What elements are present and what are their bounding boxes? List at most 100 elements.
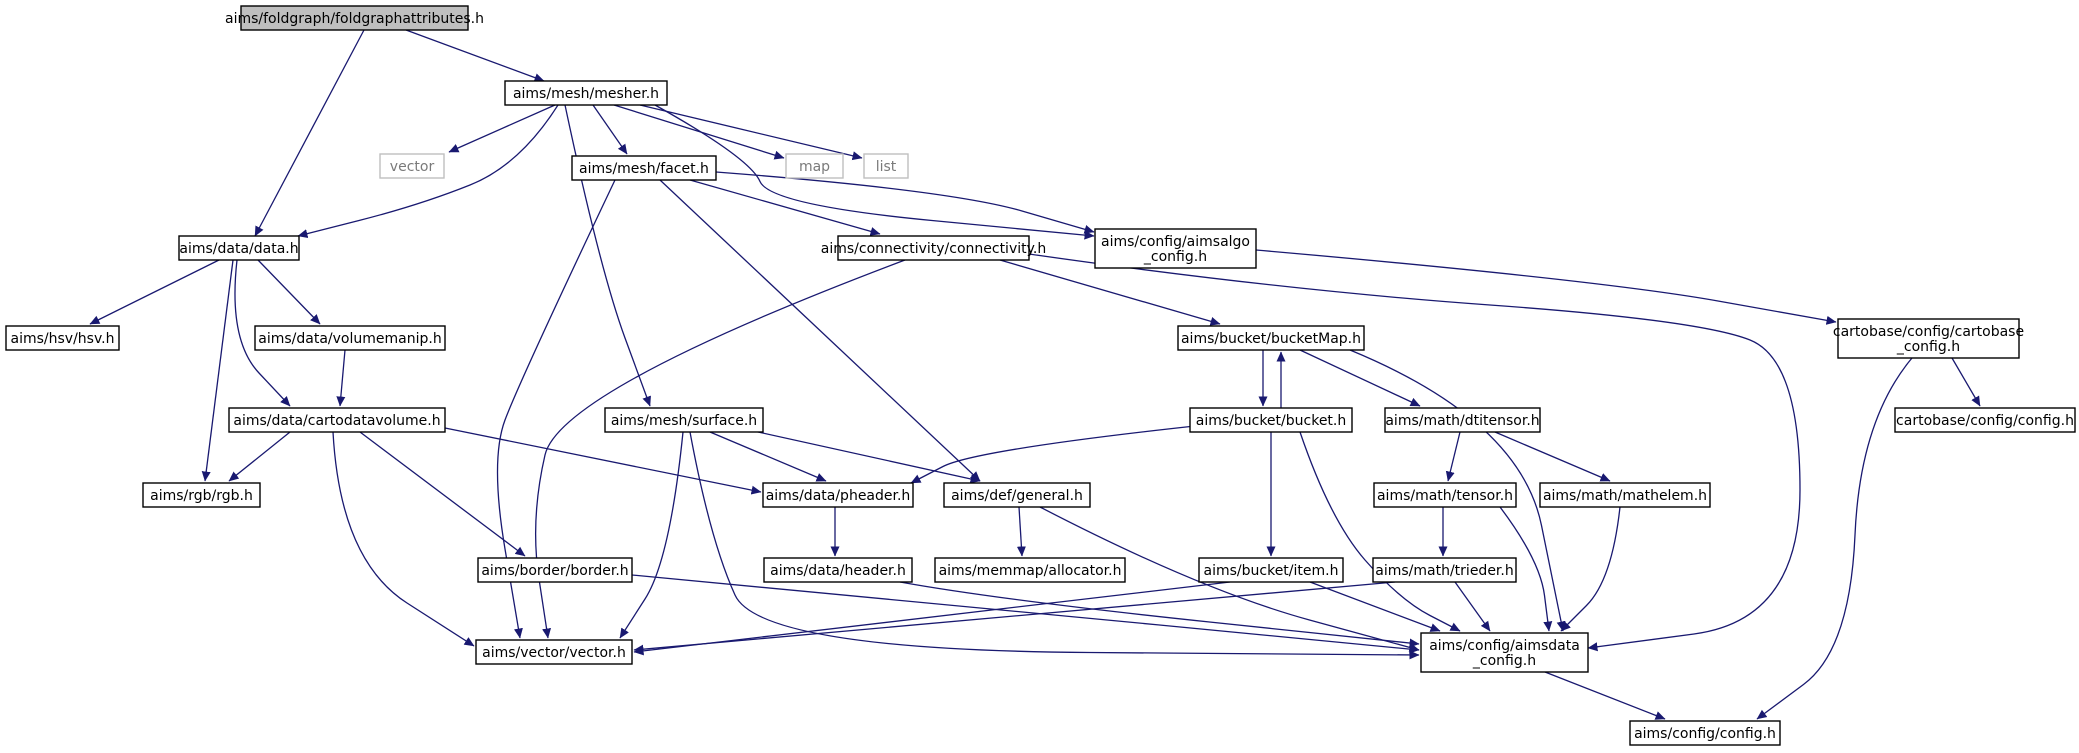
node-label: map — [799, 159, 830, 175]
node-box — [477, 557, 633, 583]
node-label: aims/math/tensor.h — [1377, 488, 1513, 504]
node-label: aims/bucket/item.h — [1204, 563, 1339, 579]
node-aims-config-aimsdata-config-h[interactable]: aims/config/aimsdata_config.h — [1420, 632, 1589, 673]
edge-aims-data-cartodatavolume-h-to-aims-vector-vector-h — [332, 431, 475, 647]
edge-aims-mesh-surface-h-to-aims-def-general-h — [739, 427, 981, 484]
node-aims-memmap-allocator-h[interactable]: aims/memmap/allocator.h — [934, 557, 1126, 583]
node-box — [1373, 482, 1517, 508]
node-box — [1094, 228, 1257, 269]
edge-aims-bucket-bucket-h-to-aims-data-pheader-h — [910, 425, 1196, 484]
node-aims-mesh-surface-h[interactable]: aims/mesh/surface.h — [604, 407, 764, 433]
edge-aims-bucket-item-h-to-aims-config-aimsdata-config-h — [1309, 581, 1441, 632]
node-aims-def-general-h[interactable]: aims/def/general.h — [943, 482, 1091, 508]
edge-aims-math-dtitensor-h-to-aims-math-mathelem-h — [1494, 431, 1611, 482]
node-box — [475, 639, 633, 665]
node-box — [1372, 557, 1517, 583]
node-label: aims/foldgraph/foldgraphattributes.h — [225, 11, 484, 27]
edge-aims-mesh-facet-h-to-aims-def-general-h — [659, 179, 981, 482]
node-label: aims/bucket/bucket.h — [1196, 413, 1347, 429]
node-box — [1539, 482, 1711, 508]
node-aims-border-border-h[interactable]: aims/border/border.h — [477, 557, 633, 583]
edge-aims-mesh-mesher-h-to-aims-config-aimsalgo-config-h — [654, 104, 1095, 240]
edge-aims-mesh-surface-h-to-aims-config-aimsdata-config-h — [689, 431, 1420, 660]
node-box — [943, 482, 1091, 508]
edge-cartobase-config-cartobase-config-h-to-cartobase-config-config-h — [1951, 357, 1981, 407]
node-aims-data-data-h[interactable]: aims/data/data.h — [178, 235, 300, 261]
edge-layer — [89, 29, 1981, 720]
node-aims-math-dtitensor-h[interactable]: aims/math/dtitensor.h — [1384, 407, 1541, 433]
node-label: aims/math/mathelem.h — [1543, 488, 1707, 504]
node-label: list — [876, 159, 897, 175]
edge-aims-math-tensor-h-to-aims-config-aimsdata-config-h — [1499, 506, 1553, 632]
node-label: aims/def/general.h — [951, 488, 1083, 504]
node-aims-config-aimsalgo-config-h[interactable]: aims/config/aimsalgo_config.h — [1094, 228, 1257, 269]
node-box — [1837, 318, 2020, 359]
node-label: aims/bucket/bucketMap.h — [1181, 331, 1361, 347]
node-box — [1629, 720, 1781, 746]
node-aims-data-cartodatavolume-h[interactable]: aims/data/cartodatavolume.h — [228, 407, 446, 433]
node-aims-config-config-h[interactable]: aims/config/config.h — [1629, 720, 1781, 746]
node-box — [1894, 407, 2076, 433]
node-label: aims/config/aimsalgo — [1101, 234, 1250, 250]
node-aims-rgb-rgb-h[interactable]: aims/rgb/rgb.h — [142, 482, 261, 508]
node-label: aims/mesh/facet.h — [579, 161, 709, 177]
node-aims-data-volumemanip-h[interactable]: aims/data/volumemanip.h — [254, 325, 446, 351]
edge-aims-mesh-facet-h-to-aims-vector-vector-h — [496, 179, 616, 639]
node-aims-mesh-facet-h[interactable]: aims/mesh/facet.h — [571, 155, 717, 181]
node-box — [178, 235, 300, 261]
node-label: aims/border/border.h — [481, 563, 628, 579]
node-box — [1198, 557, 1344, 583]
node-box — [504, 80, 668, 106]
node-label: aims/mesh/mesher.h — [513, 86, 659, 102]
node-aims-hsv-hsv-h[interactable]: aims/hsv/hsv.h — [5, 325, 120, 351]
node-aims-data-pheader-h[interactable]: aims/data/pheader.h — [762, 482, 914, 508]
edge-aims-data-cartodatavolume-h-to-aims-rgb-rgb-h — [228, 431, 291, 482]
node-aims-math-trieder-h[interactable]: aims/math/trieder.h — [1372, 557, 1517, 583]
edge-aims-config-aimsalgo-config-h-to-cartobase-config-cartobase-config-h — [1255, 249, 1837, 325]
node-box — [228, 407, 446, 433]
edge-aims-foldgraph-foldgraphattributes-h-to-aims-mesh-mesher-h — [405, 29, 545, 82]
edge-cartobase-config-cartobase-config-h-to-aims-config-config-h — [1756, 357, 1913, 720]
node-label: aims/vector/vector.h — [482, 645, 626, 661]
node-box — [934, 557, 1126, 583]
edge-aims-data-data-h-to-aims-hsv-hsv-h — [89, 259, 220, 325]
node-label: aims/data/data.h — [179, 241, 298, 257]
node-label: aims/math/trieder.h — [1375, 563, 1513, 579]
node-aims-math-tensor-h[interactable]: aims/math/tensor.h — [1373, 482, 1517, 508]
node-aims-math-mathelem-h[interactable]: aims/math/mathelem.h — [1539, 482, 1711, 508]
edge-aims-border-border-h-to-aims-config-aimsdata-config-h — [631, 574, 1420, 654]
edge-aims-mesh-mesher-h-to-vector — [448, 104, 556, 153]
node-aims-data-header-h[interactable]: aims/data/header.h — [763, 557, 913, 583]
edge-aims-data-volumemanip-h-to-aims-data-cartodatavolume-h — [336, 349, 346, 407]
edge-aims-foldgraph-foldgraphattributes-h-to-aims-data-data-h — [254, 29, 365, 237]
edge-aims-connectivity-connectivity-h-to-aims-vector-vector-h — [535, 259, 906, 639]
edge-aims-mesh-mesher-h-to-aims-mesh-facet-h — [592, 104, 628, 155]
node-box — [571, 155, 717, 181]
edge-aims-data-data-h-to-aims-data-volumemanip-h — [257, 259, 321, 325]
node-label: _config.h — [1143, 249, 1207, 265]
node-label: vector — [390, 159, 435, 175]
node-label: _config.h — [1472, 653, 1536, 669]
edge-aims-data-data-h-to-aims-data-cartodatavolume-h — [234, 259, 291, 407]
edge-aims-data-header-h-to-aims-config-aimsdata-config-h — [899, 581, 1420, 648]
node-box — [5, 325, 120, 351]
node-label: aims/data/header.h — [770, 563, 906, 579]
edge-aims-math-trieder-h-to-aims-config-aimsdata-config-h — [1454, 581, 1491, 632]
edge-aims-math-trieder-h-to-aims-vector-vector-h — [633, 581, 1396, 654]
node-aims-foldgraph-foldgraphattributes-h[interactable]: aims/foldgraph/foldgraphattributes.h — [225, 5, 484, 31]
node-aims-vector-vector-h[interactable]: aims/vector/vector.h — [475, 639, 633, 665]
node-label: aims/rgb/rgb.h — [150, 488, 253, 504]
node-aims-mesh-mesher-h[interactable]: aims/mesh/mesher.h — [504, 80, 668, 106]
node-box — [254, 325, 446, 351]
node-aims-bucket-item-h[interactable]: aims/bucket/item.h — [1198, 557, 1344, 583]
node-aims-bucket-bucketmap-h[interactable]: aims/bucket/bucketMap.h — [1177, 325, 1365, 351]
node-cartobase-config-cartobase-config-h[interactable]: cartobase/config/cartobase_config.h — [1833, 318, 2024, 359]
node-label: aims/mesh/surface.h — [611, 413, 757, 429]
node-aims-bucket-bucket-h[interactable]: aims/bucket/bucket.h — [1189, 407, 1353, 433]
node-cartobase-config-config-h[interactable]: cartobase/config/config.h — [1894, 407, 2076, 433]
node-vector: vector — [379, 153, 445, 179]
node-aims-connectivity-connectivity-h[interactable]: aims/connectivity/connectivity.h — [821, 235, 1046, 261]
edge-aims-math-mathelem-h-to-aims-config-aimsdata-config-h — [1560, 506, 1621, 632]
edge-aims-def-general-h-to-aims-config-aimsdata-config-h — [1039, 506, 1420, 652]
